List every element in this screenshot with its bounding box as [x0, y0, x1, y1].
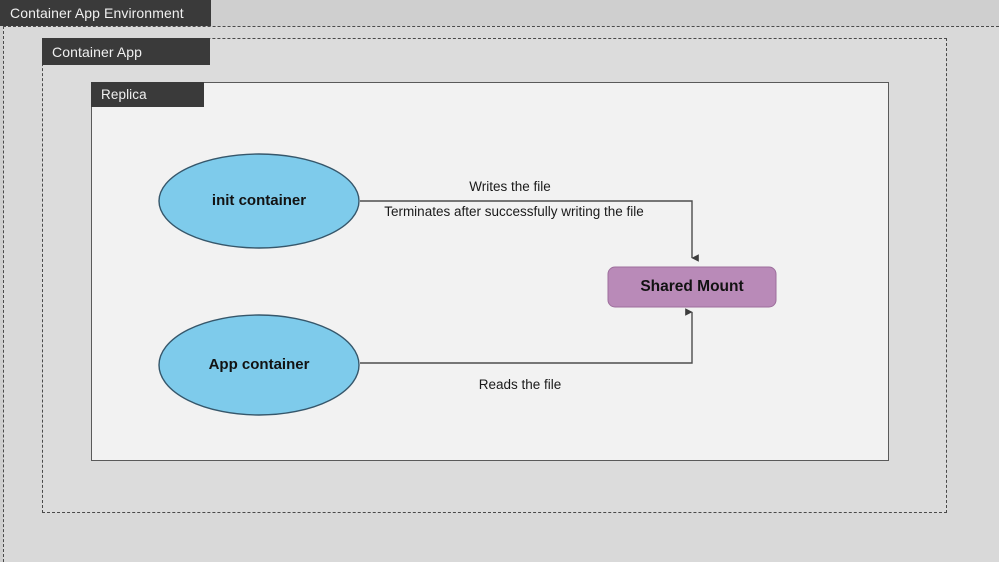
- init-container-label: init container: [211, 192, 307, 209]
- replica-tab-label: Replica: [101, 86, 147, 102]
- edge-label-terminates: Terminates after successfully writing th…: [362, 204, 666, 219]
- replica-tab[interactable]: Replica: [91, 82, 204, 107]
- shared-mount-label: Shared Mount: [640, 278, 744, 295]
- container-app-environment-tab[interactable]: Container App Environment: [0, 0, 211, 26]
- app-container-label: App container: [208, 356, 310, 373]
- edge-label-writes-the-file: Writes the file: [469, 179, 551, 194]
- container-app-tab-label: Container App: [52, 43, 143, 60]
- container-app-tab[interactable]: Container App: [42, 38, 210, 65]
- container-app-environment-tab-label: Container App Environment: [10, 5, 184, 21]
- edge-label-reads-the-file: Reads the file: [478, 377, 562, 392]
- replica-box: [91, 82, 889, 461]
